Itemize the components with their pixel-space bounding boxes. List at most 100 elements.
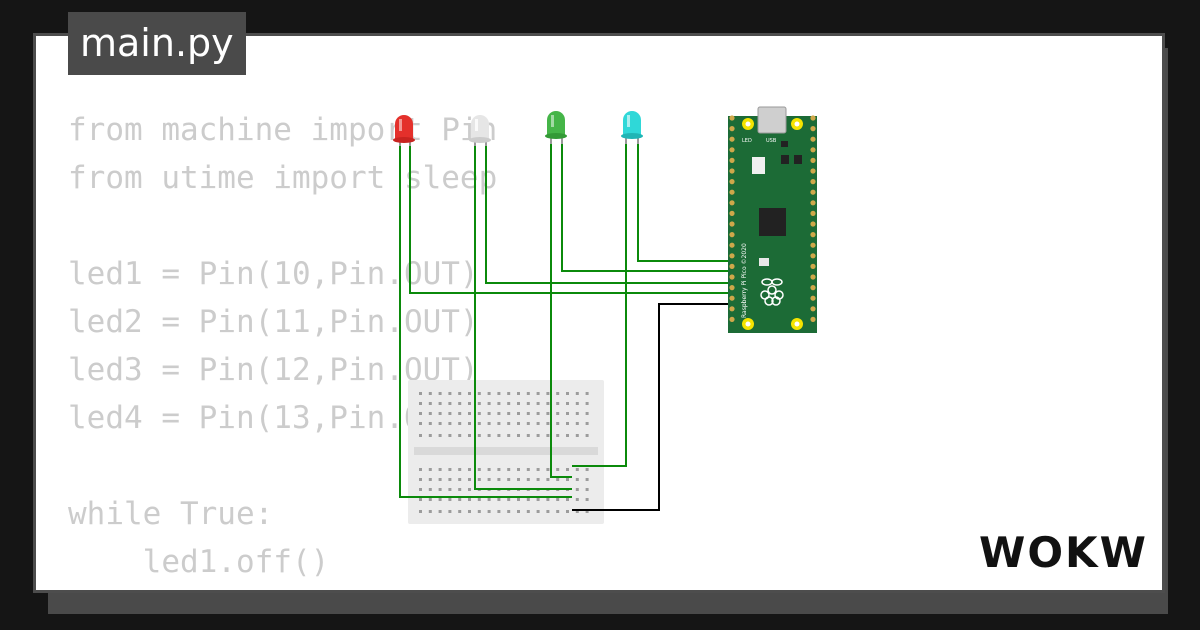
file-tab[interactable]: main.py xyxy=(68,12,246,75)
breadboard-hole xyxy=(487,422,491,425)
breadboard-hole xyxy=(468,468,471,471)
led-red[interactable] xyxy=(393,115,415,146)
breadboard[interactable] xyxy=(408,380,604,524)
wire-led4-anode xyxy=(637,140,737,262)
pico-pin xyxy=(810,168,816,174)
breadboard-hole xyxy=(487,412,491,415)
led-cyan[interactable] xyxy=(621,111,643,144)
raspberry-pi-pico[interactable]: USB LED Raspberry Pi Pico ©2020 xyxy=(728,106,817,333)
breadboard-hole xyxy=(526,498,530,501)
breadboard-hole xyxy=(419,402,422,405)
wire-ground xyxy=(572,303,737,511)
breadboard-hole xyxy=(546,478,550,481)
breadboard-hole xyxy=(438,468,442,471)
breadboard-hole xyxy=(585,422,589,425)
breadboard-hole xyxy=(556,422,560,425)
breadboard-hole xyxy=(458,434,462,437)
breadboard-hole xyxy=(556,402,560,405)
breadboard-hole xyxy=(419,468,422,471)
breadboard-hole xyxy=(536,498,540,501)
breadboard-hole xyxy=(556,498,560,501)
breadboard-hole xyxy=(487,402,491,405)
breadboard-hole xyxy=(477,402,481,405)
breadboard-hole xyxy=(517,468,520,471)
breadboard-hole xyxy=(497,402,501,405)
breadboard-hole xyxy=(438,488,442,491)
breadboard-hole xyxy=(546,468,550,471)
breadboard-center-channel xyxy=(414,447,598,455)
breadboard-hole xyxy=(448,412,452,415)
breadboard-hole xyxy=(448,468,452,471)
breadboard-hole xyxy=(546,422,550,425)
breadboard-hole xyxy=(438,392,442,395)
breadboard-hole xyxy=(477,468,481,471)
breadboard-hole xyxy=(585,434,589,437)
breadboard-hole xyxy=(526,434,530,437)
breadboard-hole xyxy=(428,478,432,481)
breadboard-hole xyxy=(428,468,432,471)
code-line: from utime import sleep xyxy=(68,160,498,196)
pico-pin xyxy=(729,295,735,301)
breadboard-hole xyxy=(468,488,471,491)
breadboard-hole xyxy=(477,498,481,501)
wire-led1-anode xyxy=(409,144,737,294)
breadboard-hole xyxy=(507,468,511,471)
wire-led2-cathode xyxy=(474,144,572,490)
pico-pin xyxy=(810,210,816,216)
pico-pin xyxy=(810,147,816,153)
breadboard-hole xyxy=(585,510,589,513)
breadboard-hole xyxy=(419,422,422,425)
pico-pin xyxy=(729,200,735,206)
breadboard-hole xyxy=(575,498,579,501)
pico-pin xyxy=(729,232,735,238)
breadboard-hole xyxy=(566,402,569,405)
breadboard-hole xyxy=(517,392,520,395)
breadboard-hole xyxy=(477,412,481,415)
led-white[interactable] xyxy=(469,115,491,146)
breadboard-hole xyxy=(419,392,422,395)
pico-pin xyxy=(729,306,735,312)
breadboard-hole xyxy=(585,402,589,405)
pico-pin xyxy=(810,179,816,185)
breadboard-hole xyxy=(438,434,442,437)
breadboard-hole xyxy=(517,402,520,405)
breadboard-hole xyxy=(575,392,579,395)
breadboard-hole xyxy=(546,412,550,415)
breadboard-hole xyxy=(448,402,452,405)
pico-pin xyxy=(729,221,735,227)
breadboard-hole xyxy=(575,510,579,513)
breadboard-hole xyxy=(497,392,501,395)
breadboard-hole xyxy=(428,402,432,405)
breadboard-hole xyxy=(458,392,462,395)
pico-pin xyxy=(729,253,735,259)
pico-pin xyxy=(729,316,735,322)
breadboard-hole xyxy=(419,412,422,415)
pico-pin xyxy=(729,263,735,269)
breadboard-hole xyxy=(546,434,550,437)
pico-pin xyxy=(810,232,816,238)
breadboard-hole xyxy=(438,402,442,405)
breadboard-hole xyxy=(575,478,579,481)
usb-label: USB xyxy=(766,138,777,144)
breadboard-hole xyxy=(448,488,452,491)
breadboard-hole xyxy=(448,498,452,501)
breadboard-hole xyxy=(497,412,501,415)
pico-pin xyxy=(810,316,816,322)
breadboard-hole xyxy=(448,422,452,425)
breadboard-hole xyxy=(419,434,422,437)
breadboard-hole xyxy=(585,498,589,501)
pico-pin xyxy=(729,136,735,142)
breadboard-hole xyxy=(507,392,511,395)
code-line: while True: xyxy=(68,496,274,532)
breadboard-hole xyxy=(536,422,540,425)
breadboard-hole xyxy=(566,434,569,437)
pico-pin xyxy=(810,115,816,121)
breadboard-hole xyxy=(566,498,569,501)
pico-pin xyxy=(729,189,735,195)
breadboard-hole xyxy=(487,478,491,481)
breadboard-hole xyxy=(448,434,452,437)
breadboard-hole xyxy=(497,422,501,425)
led-green[interactable] xyxy=(545,111,567,144)
breadboard-hole xyxy=(517,434,520,437)
breadboard-hole xyxy=(585,468,589,471)
